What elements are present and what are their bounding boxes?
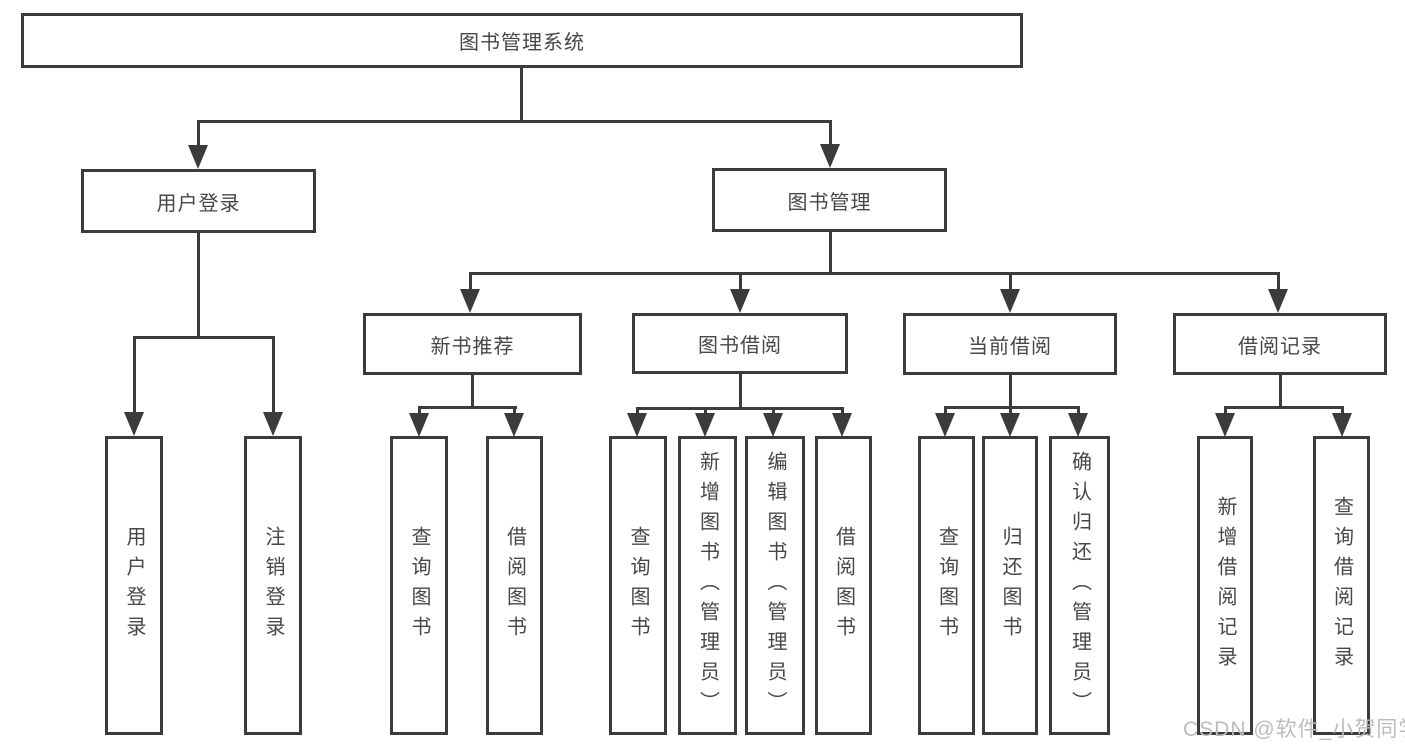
connector-line xyxy=(1224,406,1227,416)
connector-line xyxy=(944,406,947,416)
connector-line xyxy=(197,120,831,123)
connector-line xyxy=(829,120,832,147)
connector-line xyxy=(1009,406,1012,416)
leaf-edit-books-admin-label: 编辑图书（管理员） xyxy=(764,450,786,721)
leaf-borrow-books-borrowing-label: 借阅图书 xyxy=(832,525,855,646)
connector-line xyxy=(739,374,742,410)
connector-arrowhead xyxy=(188,145,208,169)
node-current-borrowing-label: 当前借阅 xyxy=(968,335,1052,358)
node-borrowing-records: 借阅记录 xyxy=(1173,313,1387,375)
leaf-query-books-borrowing: 查询图书 xyxy=(609,436,667,735)
connector-arrowhead xyxy=(504,413,524,437)
leaf-borrow-books-recommend-label: 借阅图书 xyxy=(503,525,526,646)
connector-line xyxy=(469,272,1280,275)
connector-line xyxy=(772,407,775,416)
leaf-logout-login: 注销登录 xyxy=(244,436,302,735)
connector-line xyxy=(513,406,516,416)
connector-arrowhead xyxy=(763,413,783,437)
node-root: 图书管理系统 xyxy=(21,13,1023,68)
connector-arrowhead xyxy=(832,413,852,437)
connector-line xyxy=(1009,272,1012,292)
connector-line xyxy=(841,407,844,416)
node-current-borrowing: 当前借阅 xyxy=(903,313,1117,375)
leaf-query-books-recommend: 查询图书 xyxy=(390,436,448,735)
connector-arrowhead xyxy=(124,412,144,436)
leaf-return-books: 归还图书 xyxy=(982,436,1038,735)
leaf-confirm-return-admin: 确认归还（管理员） xyxy=(1049,436,1110,735)
connector-line xyxy=(272,336,275,414)
node-user-login: 用户登录 xyxy=(81,169,316,233)
node-book-management: 图书管理 xyxy=(712,168,947,232)
node-new-book-recommend: 新书推荐 xyxy=(363,313,582,375)
connector-arrowhead xyxy=(820,144,840,168)
leaf-borrow-books-recommend: 借阅图书 xyxy=(486,436,543,735)
connector-arrowhead xyxy=(1000,289,1020,313)
connector-line xyxy=(197,120,200,148)
connector-arrowhead xyxy=(627,413,647,437)
leaf-edit-books-admin: 编辑图书（管理员） xyxy=(745,436,805,735)
connector-line xyxy=(636,407,844,410)
leaf-user-login-label: 用户登录 xyxy=(123,525,145,646)
leaf-confirm-return-admin-label: 确认归还（管理员） xyxy=(1068,450,1091,721)
connector-arrowhead xyxy=(1332,413,1352,437)
leaf-logout-login-label: 注销登录 xyxy=(262,525,284,646)
connector-arrowhead xyxy=(1268,289,1288,313)
node-book-borrowing: 图书借阅 xyxy=(632,313,848,374)
connector-line xyxy=(1224,406,1344,409)
connector-line xyxy=(829,232,832,275)
connector-arrowhead xyxy=(1215,413,1235,437)
connector-line xyxy=(197,233,200,339)
connector-arrowhead xyxy=(730,289,750,313)
leaf-add-books-admin: 新增图书（管理员） xyxy=(678,436,737,735)
connector-arrowhead xyxy=(1068,413,1088,437)
csdn-watermark: CSDN @软件_小贺同学 xyxy=(1183,718,1405,741)
connector-line xyxy=(418,406,421,416)
connector-arrowhead xyxy=(263,412,283,436)
leaf-add-borrowing-record: 新增借阅记录 xyxy=(1197,436,1253,735)
connector-line xyxy=(1279,375,1282,409)
connector-line xyxy=(1277,272,1280,292)
connector-line xyxy=(418,406,517,409)
node-book-management-label: 图书管理 xyxy=(787,191,872,214)
connector-line xyxy=(471,375,474,409)
node-borrowing-records-label: 借阅记录 xyxy=(1238,335,1322,358)
leaf-query-books-current: 查询图书 xyxy=(918,436,975,735)
connector-line xyxy=(944,406,1080,409)
connector-line xyxy=(704,407,707,416)
connector-arrowhead xyxy=(935,413,955,437)
connector-line xyxy=(469,272,472,292)
leaf-query-books-current-label: 查询图书 xyxy=(935,525,958,646)
node-user-login-label: 用户登录 xyxy=(156,192,241,215)
node-book-borrowing-label: 图书借阅 xyxy=(698,335,782,357)
connector-arrowhead xyxy=(1000,413,1020,437)
connector-line xyxy=(133,336,275,339)
leaf-return-books-label: 归还图书 xyxy=(999,525,1021,646)
connector-arrowhead xyxy=(695,413,715,437)
connector-line xyxy=(520,68,523,120)
leaf-query-books-recommend-label: 查询图书 xyxy=(408,525,430,646)
connector-line xyxy=(1077,406,1080,416)
connector-line xyxy=(133,336,136,414)
node-new-book-recommend-label: 新书推荐 xyxy=(430,335,515,358)
connector-line xyxy=(1009,375,1012,409)
connector-arrowhead xyxy=(409,413,429,437)
connector-arrowhead xyxy=(460,289,480,313)
node-root-label: 图书管理系统 xyxy=(459,32,585,54)
connector-line xyxy=(739,272,742,292)
leaf-query-books-borrowing-label: 查询图书 xyxy=(627,525,649,646)
connector-line xyxy=(636,407,639,416)
connector-line xyxy=(1341,406,1344,416)
leaf-query-borrowing-record: 查询借阅记录 xyxy=(1313,436,1370,735)
leaf-user-login: 用户登录 xyxy=(105,436,163,735)
leaf-borrow-books-borrowing: 借阅图书 xyxy=(815,436,872,735)
leaf-add-books-admin-label: 新增图书（管理员） xyxy=(696,450,719,721)
leaf-add-borrowing-record-label: 新增借阅记录 xyxy=(1214,495,1236,676)
leaf-query-borrowing-record-label: 查询借阅记录 xyxy=(1330,495,1353,676)
